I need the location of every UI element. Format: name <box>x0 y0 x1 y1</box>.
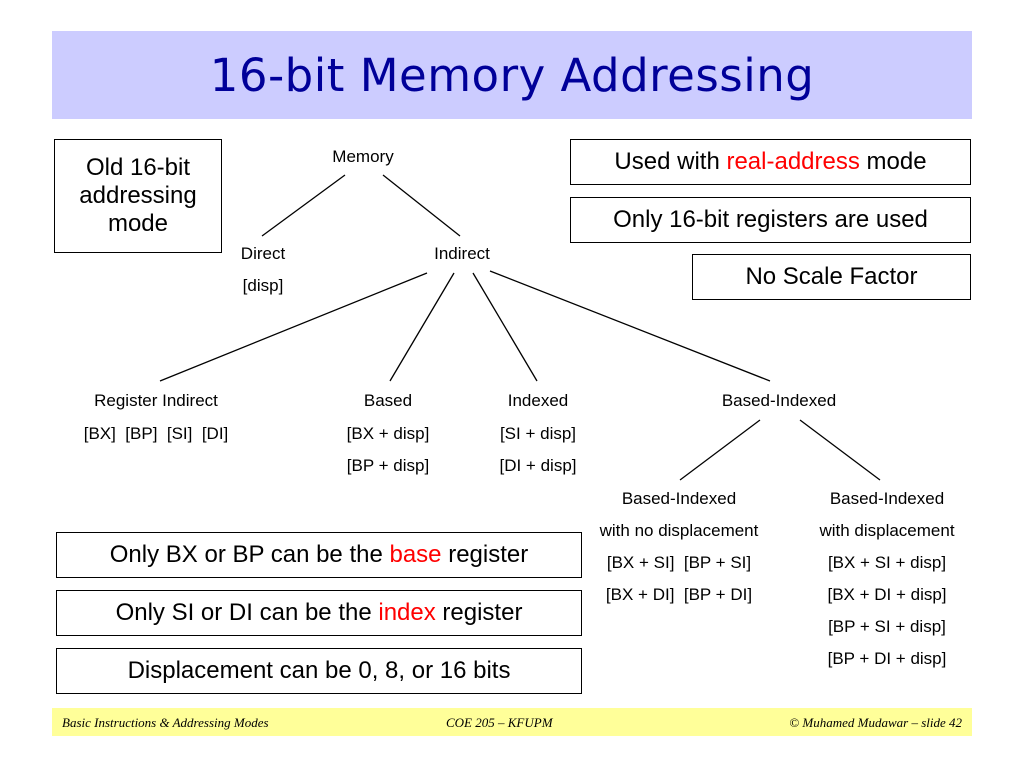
title-band: 16-bit Memory Addressing <box>52 31 972 119</box>
real-address-note-pre: Used with <box>614 148 727 175</box>
old-note-line-2: addressing <box>79 182 197 209</box>
node-bi-nodisp-2: with no displacement <box>599 521 759 540</box>
tree-edges <box>159 174 881 481</box>
node-indexed: Indexed <box>508 391 569 410</box>
node-based-2: [BP + disp] <box>347 456 429 475</box>
footer-course-topic: Basic Instructions & Addressing Modes <box>62 715 269 730</box>
registers-note-text: Only 16-bit registers are used <box>613 206 928 233</box>
slide-title: 16-bit Memory Addressing <box>209 48 815 102</box>
node-register-indirect: Register Indirect <box>94 391 218 410</box>
displacement-note-text: Displacement can be 0, 8, or 16 bits <box>127 657 511 684</box>
node-memory: Memory <box>332 147 394 166</box>
footer-course-code: COE 205 – KFUPM <box>446 715 553 730</box>
scale-factor-note: No Scale Factor <box>692 254 971 300</box>
node-bi-disp-4: [BX + DI + disp] <box>827 585 946 604</box>
base-note-pre: Only BX or BP can be the <box>109 541 390 568</box>
node-register-indirect-sub: [BX] [BP] [SI] [DI] <box>84 424 229 443</box>
old-addressing-note: Old 16-bit addressing mode <box>54 139 222 253</box>
node-bi-disp-2: with displacement <box>818 521 954 540</box>
tree-labels: Memory Direct [disp] Indirect Register I… <box>84 147 955 668</box>
footer-band: Basic Instructions & Addressing Modes CO… <box>52 708 972 736</box>
index-note-post: register <box>435 599 523 626</box>
node-bi-nodisp-1: Based-Indexed <box>622 489 736 508</box>
base-register-note: Only BX or BP can be the base register <box>56 532 582 578</box>
base-note-post: register <box>441 541 529 568</box>
node-direct: Direct <box>241 244 286 263</box>
index-register-note: Only SI or DI can be the index register <box>56 590 582 636</box>
node-bi-disp-5: [BP + SI + disp] <box>828 617 946 636</box>
node-indexed-1: [SI + disp] <box>500 424 576 443</box>
node-based-1: [BX + disp] <box>347 424 430 443</box>
edge-bi-nodisp <box>679 419 761 481</box>
edge-indirect-basedindexed <box>489 270 771 382</box>
edge-indirect-register <box>159 272 428 382</box>
scale-factor-note-text: No Scale Factor <box>745 263 918 290</box>
node-bi-disp-1: Based-Indexed <box>830 489 944 508</box>
node-bi-disp-3: [BX + SI + disp] <box>828 553 946 572</box>
base-highlight: base <box>389 541 442 568</box>
edge-indirect-indexed <box>472 272 538 382</box>
node-indexed-2: [DI + disp] <box>499 456 576 475</box>
old-note-line-3: mode <box>107 210 169 237</box>
node-based-indexed: Based-Indexed <box>722 391 836 410</box>
real-address-note-post: mode <box>859 148 927 175</box>
old-note-line-1: Old 16-bit <box>85 154 191 181</box>
edge-memory-indirect <box>382 174 461 237</box>
index-note-pre: Only SI or DI can be the <box>115 599 379 626</box>
index-highlight: index <box>378 599 436 626</box>
displacement-note: Displacement can be 0, 8, or 16 bits <box>56 648 582 694</box>
real-address-note: Used with real-address mode <box>570 139 971 185</box>
real-address-highlight: real-address <box>726 148 860 175</box>
node-bi-disp-6: [BP + DI + disp] <box>828 649 947 668</box>
registers-note: Only 16-bit registers are used <box>570 197 971 243</box>
node-based: Based <box>364 391 412 410</box>
edge-memory-direct <box>261 174 346 237</box>
node-bi-nodisp-3: [BX + SI] [BP + SI] <box>607 553 751 572</box>
node-indirect: Indirect <box>434 244 490 263</box>
node-direct-sub: [disp] <box>243 276 284 295</box>
edge-indirect-based <box>389 272 455 382</box>
edge-bi-disp <box>799 419 881 481</box>
footer-copyright: © Muhamed Mudawar – slide 42 <box>789 715 962 730</box>
node-bi-nodisp-4: [BX + DI] [BP + DI] <box>606 585 752 604</box>
